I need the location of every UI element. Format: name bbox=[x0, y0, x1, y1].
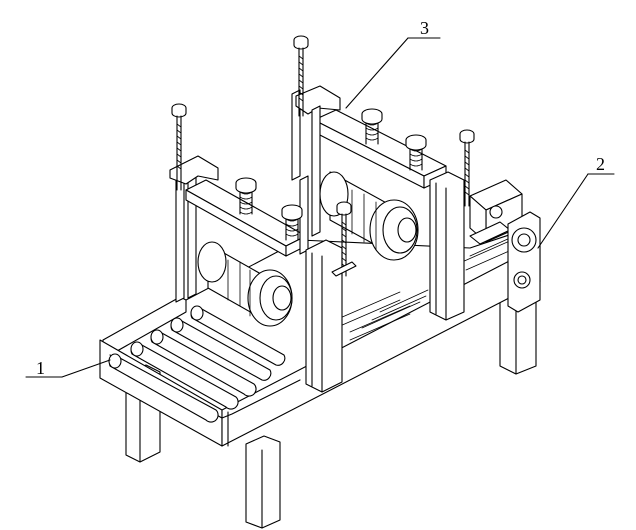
leader-lines bbox=[25, 37, 615, 378]
right-press-frame bbox=[295, 85, 465, 393]
right-adjusting-screw bbox=[293, 35, 309, 117]
label-part-2: 2 bbox=[596, 154, 605, 174]
right-press-roller bbox=[319, 171, 419, 261]
drive-unit bbox=[469, 179, 541, 313]
front-right-screw bbox=[459, 129, 475, 207]
left-springs bbox=[235, 177, 303, 241]
conveyor-rollers bbox=[108, 237, 517, 423]
label-part-1: 1 bbox=[36, 358, 45, 378]
left-adjusting-screw bbox=[171, 103, 187, 191]
right-springs bbox=[361, 108, 427, 171]
front-middle-screw bbox=[331, 201, 357, 277]
label-part-3: 3 bbox=[420, 18, 429, 38]
left-press-roller bbox=[197, 241, 293, 327]
